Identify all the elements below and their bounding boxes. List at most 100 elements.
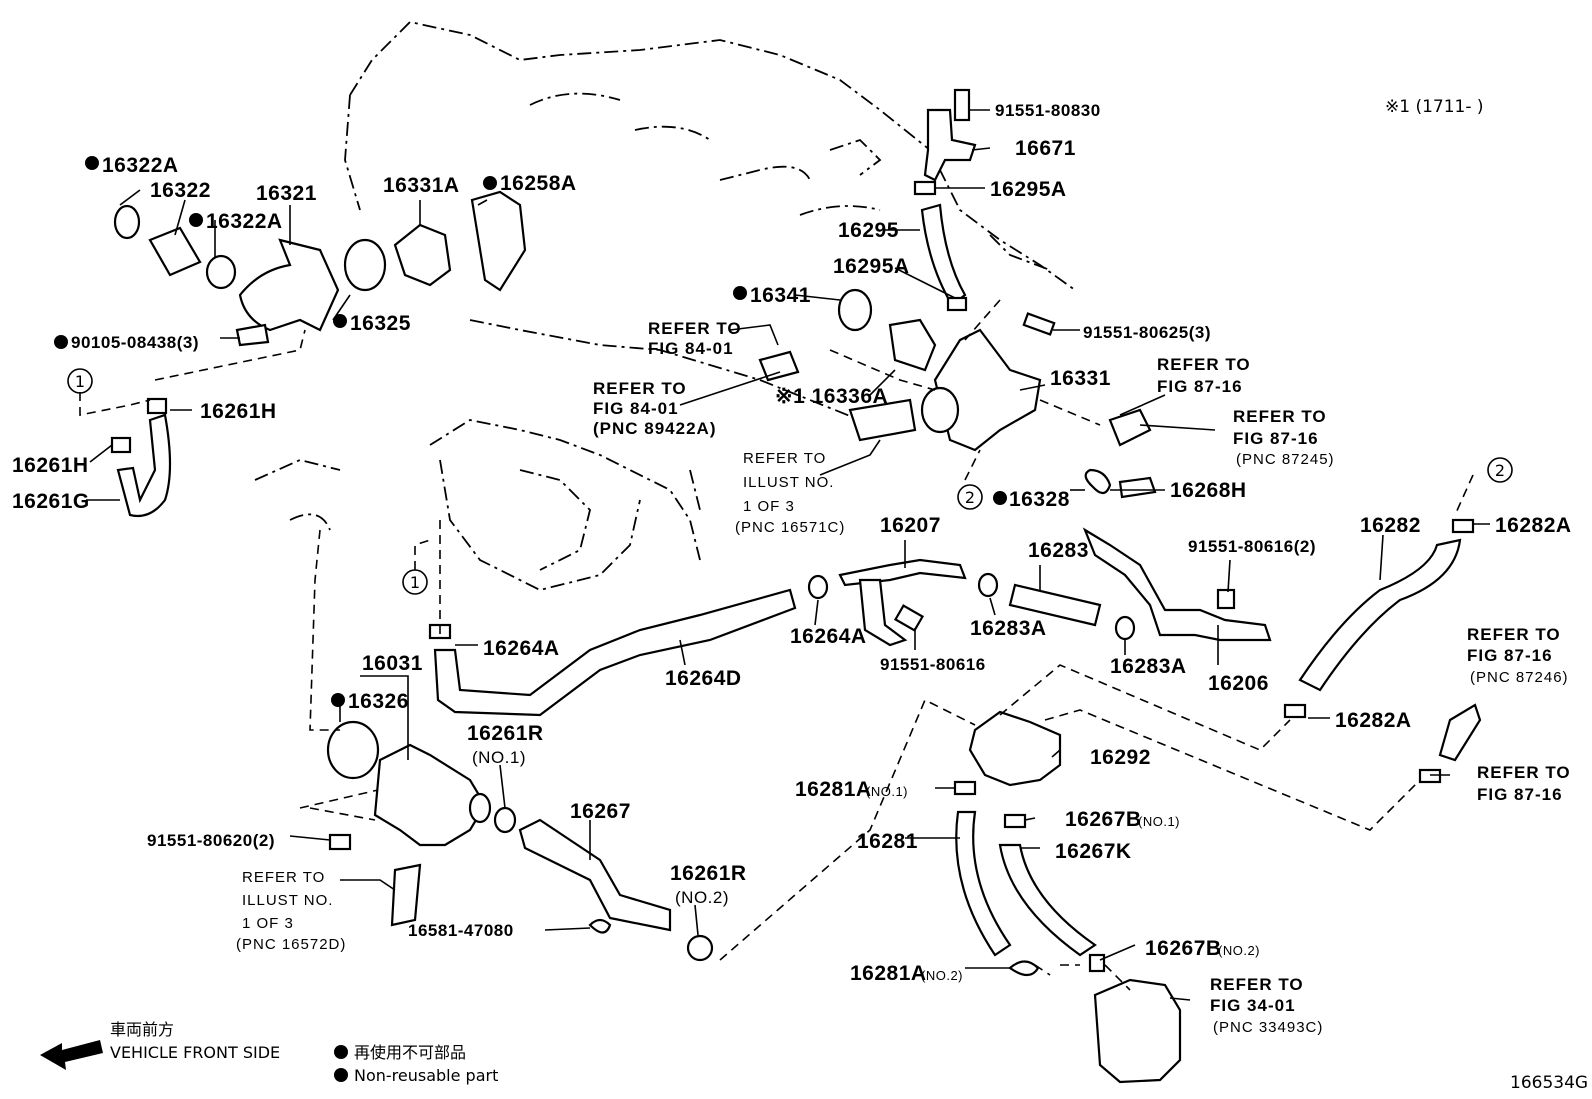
clamp-16281A-b bbox=[1008, 960, 1040, 977]
label-16261H-a[interactable]: 16261H bbox=[200, 400, 277, 423]
label-16264A-b[interactable]: 16264A bbox=[790, 625, 867, 648]
label-16325[interactable]: 16325 bbox=[350, 312, 411, 335]
svg-text:FIG 87-16: FIG 87-16 bbox=[1157, 377, 1243, 396]
clamp-16283A-b bbox=[1114, 615, 1136, 641]
label-16322A-a[interactable]: 16322A bbox=[102, 154, 179, 177]
bolt-91551-80616-2 bbox=[1216, 588, 1236, 610]
label-16281A-a[interactable]: 16281A bbox=[795, 778, 872, 801]
label-16331[interactable]: 16331 bbox=[1050, 367, 1111, 390]
label-16328[interactable]: 16328 bbox=[1009, 488, 1070, 511]
leader-lines bbox=[86, 109, 1490, 1001]
part-labels: 16322A 16322 16322A 16321 16331A 16258A … bbox=[12, 101, 1572, 985]
svg-text:REFER TO: REFER TO bbox=[593, 379, 687, 398]
label-16322[interactable]: 16322 bbox=[150, 179, 211, 202]
valve-16292 bbox=[968, 710, 1062, 787]
label-16282[interactable]: 16282 bbox=[1360, 514, 1421, 537]
label-16671[interactable]: 16671 bbox=[1015, 137, 1076, 160]
housing-port bbox=[468, 792, 492, 824]
refer-fig-87-16-a[interactable]: REFER TO FIG 87-16 bbox=[1157, 355, 1251, 396]
label-16321[interactable]: 16321 bbox=[256, 182, 317, 205]
svg-text:REFER TO: REFER TO bbox=[1233, 407, 1327, 426]
bolt-91551-80625 bbox=[1022, 312, 1056, 336]
label-16295A-a[interactable]: 16295A bbox=[990, 178, 1067, 201]
label-16281A-b[interactable]: 16281A bbox=[850, 962, 927, 985]
label-16295A-b[interactable]: 16295A bbox=[833, 255, 910, 278]
label-16207[interactable]: 16207 bbox=[880, 514, 941, 537]
label-16283[interactable]: 16283 bbox=[1028, 539, 1089, 562]
nonreusable-markers bbox=[54, 156, 1007, 707]
label-16292[interactable]: 16292 bbox=[1090, 746, 1151, 769]
hose-16267 bbox=[518, 818, 672, 932]
label-16331A[interactable]: 16331A bbox=[383, 174, 460, 197]
refer-illust-16571C[interactable]: REFER TO ILLUST NO. 1 OF 3 (PNC 16571C) bbox=[735, 450, 845, 536]
label-16282A-a[interactable]: 16282A bbox=[1495, 514, 1572, 537]
svg-text:1 OF 3: 1 OF 3 bbox=[242, 915, 294, 932]
dot-16258A bbox=[483, 176, 497, 190]
label-16268H[interactable]: 16268H bbox=[1170, 479, 1247, 502]
label-91551-80616-2[interactable]: 91551-80616(2) bbox=[1188, 537, 1316, 556]
label-16326[interactable]: 16326 bbox=[348, 690, 409, 713]
label-91551-80625[interactable]: 91551-80625(3) bbox=[1083, 323, 1211, 342]
refer-fig-87-16-d[interactable]: REFER TO FIG 87-16 bbox=[1477, 763, 1571, 804]
svg-text:REFER TO: REFER TO bbox=[1210, 975, 1304, 994]
refer-illust-16572D[interactable]: REFER TO ILLUST NO. 1 OF 3 (PNC 16572D) bbox=[236, 869, 346, 953]
pipe-16207 bbox=[838, 558, 967, 587]
svg-text:FIG 87-16: FIG 87-16 bbox=[1467, 646, 1553, 665]
label-16281[interactable]: 16281 bbox=[857, 830, 918, 853]
label-16261R-a-no: (NO.1) bbox=[472, 748, 526, 767]
label-16322A-b[interactable]: 16322A bbox=[206, 210, 283, 233]
label-16283A-b[interactable]: 16283A bbox=[1110, 655, 1187, 678]
label-16283A-a[interactable]: 16283A bbox=[970, 617, 1047, 640]
label-16261H-b[interactable]: 16261H bbox=[12, 454, 89, 477]
label-16258A[interactable]: 16258A bbox=[500, 172, 577, 195]
refer-fig-87-16-b[interactable]: REFER TO FIG 87-16 (PNC 87245) bbox=[1233, 407, 1335, 468]
refer-fig-84-01-a[interactable]: REFER TO FIG 84-01 bbox=[648, 319, 742, 358]
breather-group bbox=[913, 88, 977, 312]
clamp-16295A-b bbox=[946, 296, 968, 312]
dashed-connections bbox=[79, 299, 1474, 991]
label-16261R-a[interactable]: 16261R bbox=[467, 722, 544, 745]
sensor-89422A bbox=[758, 350, 800, 382]
label-16267B-b[interactable]: 16267B bbox=[1145, 937, 1222, 960]
label-90105-08438[interactable]: 90105-08438(3) bbox=[71, 333, 199, 352]
dot-90105 bbox=[54, 335, 68, 349]
o-ring-16326 bbox=[326, 720, 380, 780]
label-16267B-b-no: (NO.2) bbox=[1218, 943, 1260, 958]
o-ring-16322A-b bbox=[205, 254, 237, 290]
svg-text:1: 1 bbox=[410, 573, 420, 592]
label-91551-80830[interactable]: 91551-80830 bbox=[995, 101, 1101, 120]
nonreusable-dot-icon-2 bbox=[334, 1068, 348, 1082]
refer-fig-84-01-b[interactable]: REFER TO FIG 84-01 (PNC 89422A) bbox=[593, 379, 717, 438]
svg-text:REFER TO: REFER TO bbox=[743, 450, 826, 467]
label-16282A-b[interactable]: 16282A bbox=[1335, 709, 1412, 732]
label-16264D[interactable]: 16264D bbox=[665, 667, 742, 690]
label-91551-80616[interactable]: 91551-80616 bbox=[880, 655, 986, 674]
svg-text:ILLUST NO.: ILLUST NO. bbox=[743, 474, 834, 491]
refer-fig-87-16-c[interactable]: REFER TO FIG 87-16 (PNC 87246) bbox=[1467, 625, 1569, 686]
label-16336A[interactable]: ※1 16336A bbox=[775, 385, 888, 408]
clamp-87-16 bbox=[1418, 768, 1442, 784]
label-16341[interactable]: 16341 bbox=[750, 284, 811, 307]
hose-stub-87245 bbox=[1108, 408, 1152, 447]
svg-text:(PNC 16572D): (PNC 16572D) bbox=[236, 936, 346, 953]
label-16267B-a[interactable]: 16267B bbox=[1065, 808, 1142, 831]
gasket-16341 bbox=[837, 288, 873, 332]
label-16206[interactable]: 16206 bbox=[1208, 672, 1269, 695]
label-91551-80620[interactable]: 91551-80620(2) bbox=[147, 831, 275, 850]
label-16581-47080[interactable]: 16581-47080 bbox=[408, 921, 514, 940]
label-16261G[interactable]: 16261G bbox=[12, 490, 90, 513]
label-16264A-a[interactable]: 16264A bbox=[483, 637, 560, 660]
housing-16031-group bbox=[326, 720, 492, 927]
bolt-90105 bbox=[235, 323, 270, 347]
callout-1-top: 1 bbox=[67, 368, 93, 394]
label-16261R-b[interactable]: 16261R bbox=[670, 862, 747, 885]
hose-16282 bbox=[1298, 538, 1462, 692]
refer-fig-34-01[interactable]: REFER TO FIG 34-01 (PNC 33493C) bbox=[1210, 975, 1323, 1036]
water-inlet-group bbox=[113, 190, 527, 347]
label-16031[interactable]: 16031 bbox=[362, 652, 423, 675]
label-16267[interactable]: 16267 bbox=[570, 800, 631, 823]
label-16295[interactable]: 16295 bbox=[838, 219, 899, 242]
gasket-16328 bbox=[1084, 468, 1112, 495]
label-16267K[interactable]: 16267K bbox=[1055, 840, 1132, 863]
